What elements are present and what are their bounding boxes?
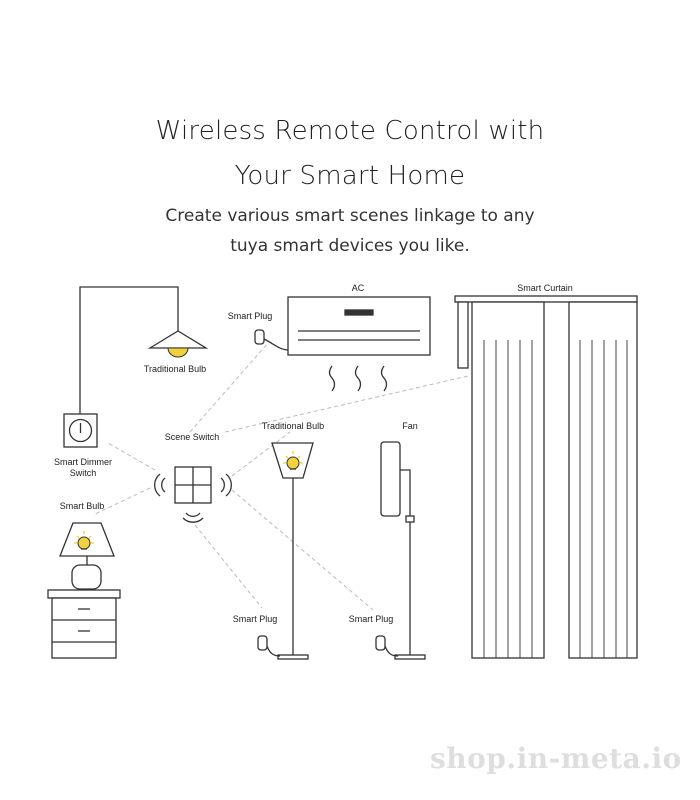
ceiling-lamp bbox=[147, 330, 209, 358]
scene-switch bbox=[174, 466, 212, 504]
wireless-links bbox=[94, 342, 469, 611]
fan-smart-plug-label: Smart Plug bbox=[348, 614, 394, 624]
ac-smart-plug-label: Smart Plug bbox=[227, 311, 273, 321]
smart-dimmer-label-line-2: Switch bbox=[69, 468, 97, 478]
watermark: shop.in-meta.io bbox=[430, 742, 682, 775]
scene-switch-label: Scene Switch bbox=[164, 432, 220, 442]
title-line-2: Your Smart Home bbox=[234, 161, 466, 191]
floor-lamp-bulb-label: Traditional Bulb bbox=[261, 421, 325, 431]
link-to-smart-bulb bbox=[94, 487, 151, 515]
link-to-ac-plug bbox=[189, 342, 269, 433]
title-line-1: Wireless Remote Control with bbox=[155, 116, 545, 146]
ac-airflow bbox=[328, 365, 388, 392]
link-to-fan-plug bbox=[231, 489, 374, 611]
link-to-dimmer bbox=[107, 442, 156, 471]
floor-lamp-bulb bbox=[283, 451, 303, 470]
smart-bulb-icon bbox=[74, 531, 94, 550]
table-lamp bbox=[59, 522, 115, 590]
floor-lamp-smart-plug bbox=[257, 635, 281, 657]
smart-dimmer-switch bbox=[63, 413, 98, 448]
smart-dimmer-label-line-1: Smart Dimmer bbox=[54, 457, 112, 467]
ceiling-bulb-label: Traditional Bulb bbox=[143, 364, 207, 374]
ac-smart-plug bbox=[254, 329, 289, 351]
subtitle-line-2: tuya smart devices you like. bbox=[230, 236, 470, 256]
fan-label: Fan bbox=[402, 421, 418, 431]
smart-bulb-label: Smart Bulb bbox=[59, 501, 105, 511]
ceiling-wiring bbox=[79, 286, 179, 414]
smart-curtain bbox=[454, 295, 638, 659]
fan-smart-plug bbox=[375, 635, 399, 657]
link-to-lamp-plug bbox=[194, 524, 263, 609]
ac-unit bbox=[287, 296, 431, 356]
nightstand bbox=[47, 589, 121, 659]
subtitle-line-1: Create various smart scenes linkage to a… bbox=[165, 206, 535, 226]
floor-lamp bbox=[271, 442, 314, 660]
smart-curtain-label: Smart Curtain bbox=[517, 283, 573, 293]
fan bbox=[380, 441, 426, 660]
scene-switch-signal-icon bbox=[154, 473, 232, 523]
lamp-smart-plug-label: Smart Plug bbox=[232, 614, 278, 624]
ac-label: AC bbox=[351, 283, 365, 293]
link-to-floor-lamp bbox=[231, 431, 291, 477]
